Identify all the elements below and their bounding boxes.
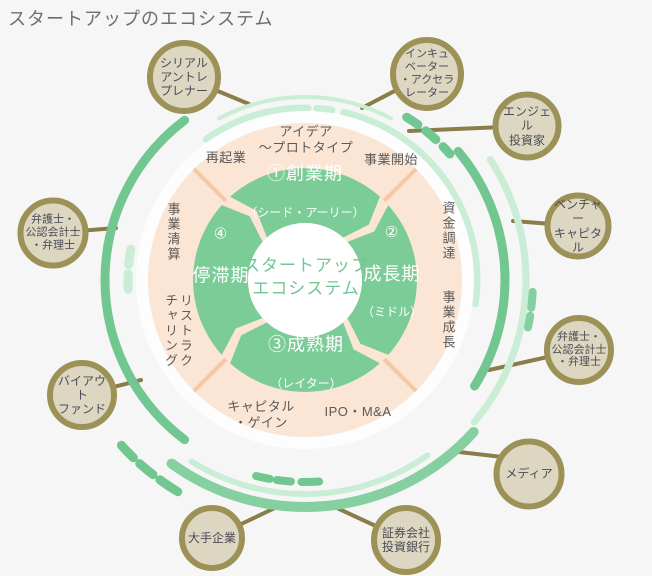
phase-2-number: ②	[384, 223, 400, 241]
phase-2-subtitle: （ミドル）	[361, 305, 423, 320]
stakeholder-lawyer-cpa-right: 弁護士・ 公認会計士 ・弁理士	[544, 315, 614, 385]
stakeholder-venture-capital: ベンチャー キャピタル	[544, 192, 612, 260]
phase-4-title: 停滞期	[192, 265, 250, 286]
stakeholder-buyout-fund: バイアウト ファンド	[47, 360, 117, 430]
stage-label-ipo-ma: IPO・M&A	[324, 403, 392, 419]
stakeholder-serial-entrepreneur: シリアル アントレ プレナー	[147, 40, 221, 114]
phase-2-title: 成長期	[363, 263, 421, 284]
stakeholder-angel-investor: エンジェル 投資家	[492, 91, 562, 161]
phase-4-stagnation: ④ 停滞期	[193, 205, 250, 306]
stakeholder-media: メディア	[493, 438, 565, 510]
stage-label-idea-prototype: アイデア ～プロトタイプ	[258, 123, 354, 155]
stage-label-business-growth: 事業成長	[440, 290, 456, 350]
stage-label-business-start: 事業開始	[363, 151, 419, 167]
phase-1-founding: ①創業期 （シード・アーリー）	[245, 142, 364, 240]
stakeholder-lawyer-cpa-left: 弁護士・ 公認会計士 ・弁理士	[17, 197, 89, 269]
phase-3-subtitle: （レイター）	[270, 375, 342, 390]
phase-1-title: ①創業期	[267, 163, 343, 184]
phase-3-title: ③成熟期	[268, 334, 344, 355]
stakeholder-large-company: 大手企業	[179, 505, 245, 571]
phase-4-number: ④	[213, 225, 229, 243]
center-title: スタートアップ エコシステム	[243, 256, 369, 298]
stage-label-capital-gain: キャピタル ・ゲイン	[227, 398, 295, 430]
page-title: スタートアップのエコシステム	[8, 9, 274, 29]
stakeholder-incubator-accelerator: インキュ ベーター ・アクセラ レーター	[390, 37, 464, 111]
stakeholder-securities-investment-bank: 証券会社 投資銀行	[371, 505, 441, 575]
stage-label-liquidation: 事業清算	[165, 202, 181, 262]
cycle-arrow-ring	[193, 168, 417, 392]
stage-label-restart: 再起業	[205, 149, 247, 165]
phase-1-subtitle: （シード・アーリー）	[245, 204, 365, 219]
phase-2-growth: ② 成長期 （ミドル）	[362, 204, 422, 340]
phase-3-maturity: ③成熟期 （レイター）	[268, 313, 344, 411]
stage-label-restructuring: リストラク チャリング	[163, 293, 193, 369]
stage-label-funding: 資金調達	[440, 201, 456, 261]
